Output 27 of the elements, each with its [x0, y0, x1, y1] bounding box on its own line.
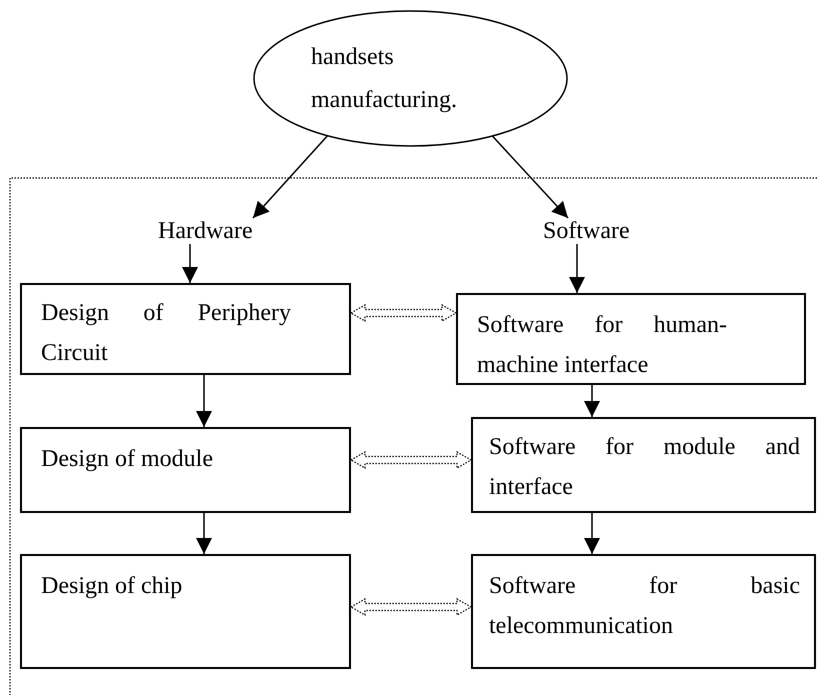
box-text: Design of Periphery Circuit: [41, 299, 291, 368]
process-box: [20, 283, 351, 375]
box-text: Software for basic telecommunication: [489, 572, 800, 641]
arrow: [584, 513, 600, 554]
ellipse-node: [253, 10, 568, 147]
process-box: [20, 554, 351, 669]
box-text: Design of chip: [41, 572, 184, 601]
arrow: [182, 244, 198, 283]
process-box: [471, 417, 816, 513]
process-box: [471, 554, 816, 669]
arrow: [196, 375, 212, 427]
arrow: [252, 135, 328, 218]
double-arrow: [350, 450, 472, 470]
category-label: Hardware: [158, 218, 252, 244]
box-text: Software for module and interface: [489, 433, 800, 502]
double-arrow: [350, 598, 472, 616]
arrow: [569, 244, 585, 293]
box-text: Design of module: [41, 445, 214, 474]
box-text: Software for human-machine interface: [477, 311, 727, 380]
arrow: [584, 385, 600, 417]
category-label: Software: [543, 218, 637, 244]
double-arrow: [350, 304, 458, 322]
process-box: [456, 293, 806, 385]
process-box: [20, 427, 351, 513]
arrow: [492, 136, 569, 218]
arrow: [196, 513, 212, 554]
node-label: handsets manufacturing.: [311, 43, 458, 115]
